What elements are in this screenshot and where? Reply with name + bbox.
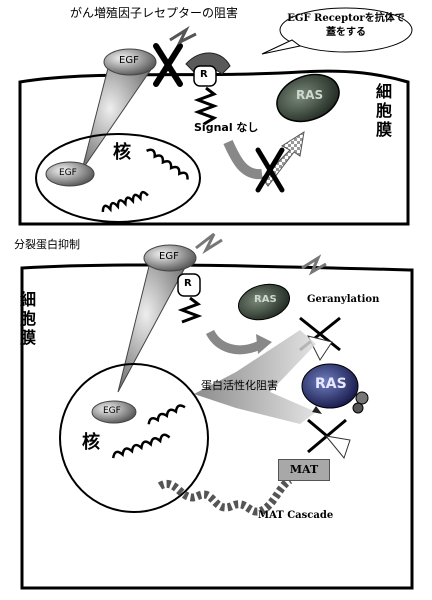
inhibitor-pinwheel-2 xyxy=(307,418,351,460)
ras-protein-top xyxy=(276,73,340,123)
nucleus-label-bottom: 核 xyxy=(82,432,100,453)
mat-cascade-label: MAT Cascade xyxy=(258,510,334,521)
lightning-icon-top xyxy=(169,25,197,46)
geranylation-label: Geranylation xyxy=(307,294,380,305)
bottom-panel-title: 分裂蛋白抑制 xyxy=(14,238,80,251)
signal-label: Signal なし xyxy=(194,121,259,134)
nucleus-bottom xyxy=(59,363,209,513)
nucleus-top xyxy=(35,133,201,223)
membrane-label-bottom: 細胞膜 xyxy=(19,290,36,347)
receptor-label-top: R xyxy=(200,69,208,80)
top-panel-title: がん増殖因子レセプターの阻害 xyxy=(70,6,239,20)
ras-label-bottom-big: RAS xyxy=(315,376,347,392)
egf-ligand-bottom xyxy=(117,244,197,393)
egf-nucleus-label-top: EGF xyxy=(59,168,77,178)
ras-protein-bottom-big xyxy=(301,363,369,414)
receptor-bottom xyxy=(177,273,203,324)
checkered-arrow-top xyxy=(261,130,305,187)
inhibition-label: 蛋白活性化阻害 xyxy=(201,379,278,392)
receptor-top xyxy=(193,65,219,126)
nucleus-label-top: 核 xyxy=(113,142,131,163)
dna-helix-top-1 xyxy=(101,190,149,213)
egf-in-nucleus-bottom xyxy=(91,400,137,424)
egf-label-top: EGF xyxy=(119,55,139,66)
ras-label-bottom-small: RAS xyxy=(254,294,277,305)
egf-in-nucleus-top xyxy=(45,161,95,187)
lightning-icon-bottom-2 xyxy=(301,254,327,276)
membrane-label-top: 細胞膜 xyxy=(375,82,392,139)
mat-box: MAT xyxy=(278,459,330,481)
dna-helix-bottom-1 xyxy=(111,433,171,459)
dna-helix-top-2 xyxy=(146,148,189,180)
arrowhead-icon xyxy=(256,334,272,354)
mat-cascade-wave xyxy=(157,476,293,516)
egf-ligand-top xyxy=(81,48,157,171)
dna-helix-bottom-2 xyxy=(147,404,186,425)
block-x-icon-signal xyxy=(255,147,285,193)
cell-membrane-bottom xyxy=(20,263,414,590)
lightning-icon-bottom-1 xyxy=(195,232,223,255)
receptor-label-bottom: R xyxy=(184,278,192,289)
callout-bubble xyxy=(261,7,413,55)
inhibition-arrow-wide xyxy=(194,330,316,424)
block-x-icon-top xyxy=(153,43,183,87)
cell-membrane-top xyxy=(18,69,410,226)
signal-arrow-top xyxy=(223,139,263,180)
egf-label-bottom: EGF xyxy=(159,251,179,262)
egf-nucleus-label-bottom: EGF xyxy=(103,406,121,416)
ras-label-top: RAS xyxy=(296,88,324,102)
callout-text: EGF Receptorを抗体で蓋をする xyxy=(287,13,405,38)
ras-protein-bottom-small xyxy=(238,283,290,321)
activation-arrow-bottom xyxy=(205,329,265,355)
